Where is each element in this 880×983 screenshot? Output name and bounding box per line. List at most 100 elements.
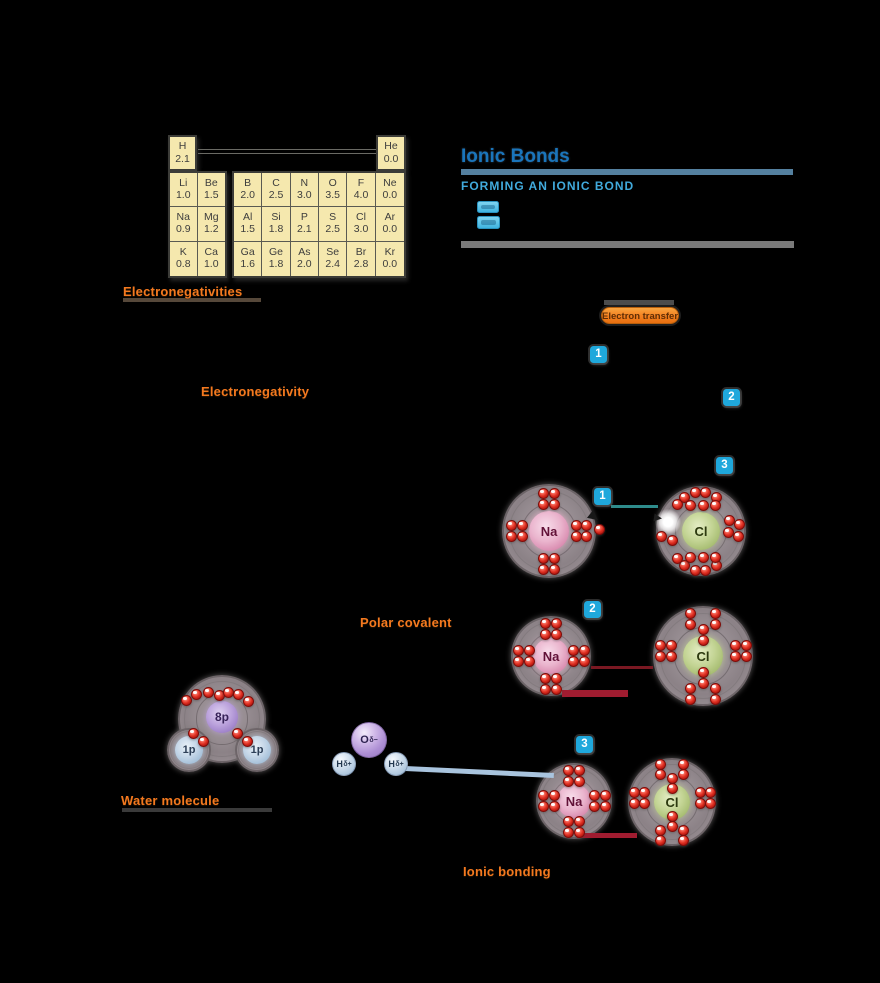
electronegativity-value: 2.1 — [175, 152, 190, 165]
electron-dot — [197, 735, 209, 747]
electron-dot — [684, 682, 696, 694]
electronegativity-value: 1.8 — [268, 258, 284, 271]
electronegativity-value: 3.0 — [297, 189, 312, 202]
electron-dot — [729, 650, 741, 662]
electron-dot — [580, 530, 592, 542]
electron-dot — [709, 499, 721, 511]
nucleus-1p: 1p — [243, 736, 271, 764]
electron-dot — [523, 644, 535, 656]
electron-dot — [562, 815, 574, 827]
atom-symbol: H — [336, 759, 343, 769]
electron-dot — [689, 486, 701, 498]
electron-dot — [678, 491, 690, 503]
electron-dot — [666, 820, 678, 832]
electron-dot — [684, 693, 696, 705]
nucleus-Na: Na — [557, 784, 591, 818]
caption-polar-covalent: Polar covalent — [360, 615, 452, 630]
electron-dot — [654, 758, 666, 770]
electron-dot — [654, 768, 666, 780]
electron-shell-ring-outer — [238, 731, 276, 769]
electron-dot — [709, 693, 721, 705]
electron-dot — [187, 727, 199, 739]
electron-dot — [516, 519, 528, 531]
electron-dot — [666, 782, 678, 794]
nucleus-Na: Na — [529, 511, 569, 551]
electron-dot — [628, 797, 640, 809]
electron-dot — [523, 655, 535, 667]
electron-dot — [740, 650, 752, 662]
element-symbol: Ge — [268, 245, 283, 258]
electron-dot — [505, 519, 517, 531]
electron-dot — [709, 682, 721, 694]
electron-dot — [537, 789, 549, 801]
atom-symbol: O — [360, 734, 369, 746]
electron-dot — [740, 639, 752, 651]
electron-dot — [548, 800, 560, 812]
element-symbol: Kr — [384, 245, 396, 258]
electron-dot — [697, 634, 709, 646]
nucleus-label: 1p — [250, 744, 264, 756]
caption-water-molecule: Water molecule — [121, 793, 220, 808]
electron-dot — [512, 655, 524, 667]
electron-dot — [704, 797, 716, 809]
ion-attraction-line — [591, 666, 653, 669]
electronegativity-value: 0.0 — [383, 152, 399, 165]
electron-dot — [684, 551, 696, 563]
electron-dot — [570, 519, 582, 531]
chloride-ion-row3: Cl — [628, 758, 716, 846]
step-marker-diagram-1: 1 — [594, 488, 611, 505]
electron-dot — [550, 617, 562, 629]
element-symbol: Al — [242, 210, 253, 223]
electron-dot — [516, 530, 528, 542]
sodium-ion-row2: Na — [511, 616, 591, 696]
electron-dot — [666, 772, 678, 784]
electronegativity-value: 2.4 — [325, 258, 340, 271]
electronegativity-value: 1.0 — [175, 189, 191, 202]
electron-dot — [562, 764, 574, 776]
electron-dot — [580, 519, 592, 531]
electron-dot — [729, 639, 741, 651]
electronegativity-value: 3.0 — [353, 223, 369, 236]
electron-dot — [573, 826, 585, 838]
electron-dot — [512, 644, 524, 656]
element-symbol: Ga — [240, 245, 255, 258]
nucleus-label: Cl — [696, 648, 710, 664]
electron-dot — [709, 551, 721, 563]
electron-dot — [694, 797, 706, 809]
electronegativity-value: 4.0 — [353, 189, 369, 202]
electron-dot — [550, 628, 562, 640]
element-symbol: Br — [355, 245, 367, 258]
electron-dot — [638, 786, 650, 798]
electron-dot — [684, 618, 696, 630]
caption-subline-water — [122, 808, 272, 812]
element-symbol: B — [244, 176, 252, 189]
element-symbol: Ar — [384, 210, 396, 223]
sodium-ion-label-bar-3 — [577, 833, 637, 838]
electron-dot — [638, 797, 650, 809]
electron-dot — [654, 834, 666, 846]
electron-dot — [539, 617, 551, 629]
partial-charge-label: δ+ — [343, 760, 352, 768]
electron-transfer-connector — [611, 505, 658, 508]
nucleus-1p: 1p — [175, 736, 203, 764]
electron-dot — [190, 688, 202, 700]
electron-dot — [548, 552, 560, 564]
paragraph-text-line — [461, 241, 794, 248]
electron-dot — [570, 530, 582, 542]
element-symbol: Na — [176, 210, 190, 223]
electron-dot — [539, 683, 551, 695]
